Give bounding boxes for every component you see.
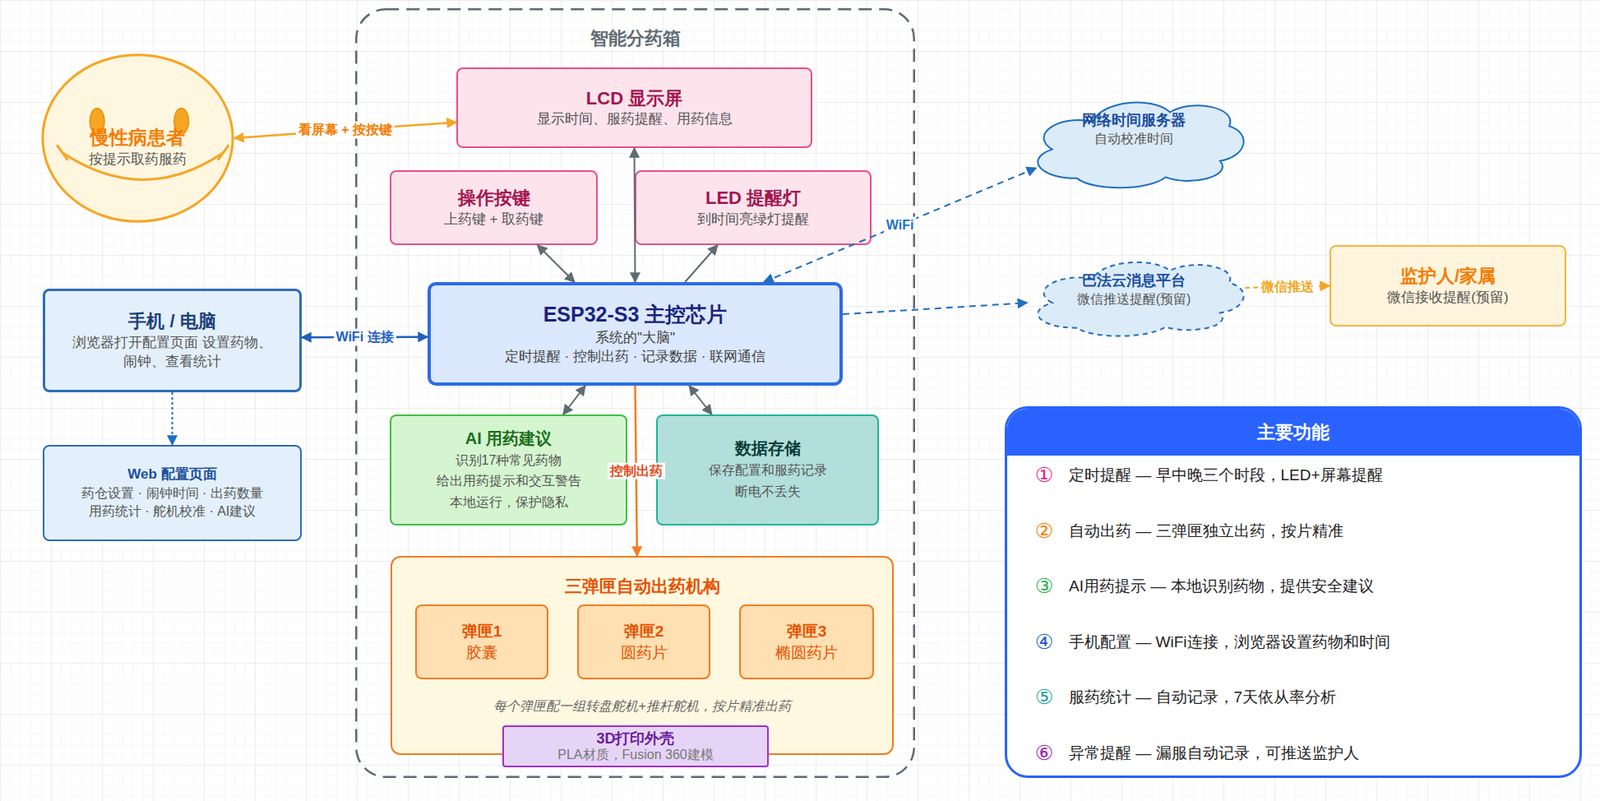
node-body: 按提示取药服药 xyxy=(88,150,187,170)
node-body: 自动校准时间 xyxy=(1094,129,1174,148)
node-body: 显示时间、服药提醒、用药信息 xyxy=(536,110,733,130)
node-title: Web 配置页面 xyxy=(127,465,217,485)
node-body: 定时提醒 · 控制出药 · 记录数据 · 联网通信 xyxy=(504,347,766,367)
connector xyxy=(537,245,575,283)
feature-item: AI用药提示 — 本地识别药物，提供安全建议 xyxy=(1068,575,1374,597)
panel-header: 主要功能 xyxy=(1007,408,1580,456)
node-body: 识别17种常见药物 给出用药提示和交互警告 本地运行，保护隐私 xyxy=(406,449,612,514)
edge-label: 看屏幕 + 按按键 xyxy=(295,121,395,139)
magazine-box: 弹匣3椭圆药片 xyxy=(739,604,874,680)
component-box: LED 提醒灯到时间亮绿灯提醒 xyxy=(634,170,872,246)
node-body: 保存配置和服药记录 断电不丢失 xyxy=(685,459,851,502)
node-title: 3D打印外壳 xyxy=(596,730,675,748)
node-body: 胶囊 xyxy=(466,642,498,664)
node-body: 浏览器打开配置页面 设置药物、闹钟、查看统计 xyxy=(53,333,292,372)
callout-number: ⑤ xyxy=(1026,683,1062,712)
node-body: 上药键 + 取药键 xyxy=(443,210,544,230)
cloud-node: 网络时间服务器自动校准时间 xyxy=(1020,79,1248,196)
node-title: 智能分药箱 xyxy=(355,26,916,51)
node-body: 微信推送提醒(预留) xyxy=(1077,290,1192,309)
node-body: 每个弹匣配一组转盘舵机+推杆舵机，按片精准出药 xyxy=(392,697,893,716)
callout-number: ① xyxy=(1026,461,1062,490)
actor-box: 监护人/家属微信接收提醒(预留) xyxy=(1329,245,1567,327)
feature-item: 服药统计 — 自动记录，7天依从率分析 xyxy=(1068,686,1337,708)
callout-number: ③ xyxy=(1026,572,1062,601)
feature-item: 异常提醒 — 漏服自动记录，可推送监护人 xyxy=(1068,742,1360,764)
node-title: 手机 / 电脑 xyxy=(128,309,216,334)
cloud-shape xyxy=(1037,262,1244,337)
node-title: 弹匣3 xyxy=(786,620,828,643)
node-title: 三弹匣自动出药机构 xyxy=(392,574,893,598)
connector xyxy=(634,147,636,283)
container-border xyxy=(356,9,915,777)
page-box: Web 配置页面药仓设置 · 闹钟时间 · 出药数量 用药统计 · 舵机校准 ·… xyxy=(42,444,302,542)
node-body: 系统的"大脑" xyxy=(595,328,676,348)
controller-box: ESP32-S3 主控芯片系统的"大脑"定时提醒 · 控制出药 · 记录数据 ·… xyxy=(427,282,843,386)
connector xyxy=(563,385,586,415)
node-title: 网络时间服务器 xyxy=(1082,110,1186,130)
device-box: 手机 / 电脑浏览器打开配置页面 设置药物、闹钟、查看统计 xyxy=(42,288,302,393)
edge-label: WiFi 连接 xyxy=(332,328,396,347)
connector xyxy=(689,385,713,415)
node-body: 到时间亮绿灯提醒 xyxy=(697,210,810,230)
node-title: LCD 显示屏 xyxy=(586,86,683,111)
node-title: AI 用药建议 xyxy=(465,427,553,450)
magazine-box: 弹匣2圆药片 xyxy=(577,604,711,680)
callout-number: ④ xyxy=(1026,628,1062,657)
node-title: 慢性病患者 xyxy=(90,124,185,151)
component-box: 操作按键上药键 + 取药键 xyxy=(389,170,598,246)
node-title: ESP32-S3 主控芯片 xyxy=(543,300,728,329)
node-body: 微信接收提醒(预留) xyxy=(1387,288,1508,308)
connector xyxy=(684,245,718,283)
feature-panel: 主要功能 ① 定时提醒 — 早中晚三个时段，LED+屏幕提醒 ② 自动出药 — 三弹匣独… xyxy=(1004,406,1582,778)
callout-number: ② xyxy=(1026,517,1062,546)
component-box: LCD 显示屏显示时间、服药提醒、用药信息 xyxy=(456,67,813,148)
edge-label: 控制出药 xyxy=(607,462,666,480)
magazine-box: 弹匣1胶囊 xyxy=(415,604,549,680)
module-box: 数据存储保存配置和服药记录 断电不丢失 xyxy=(656,414,879,526)
node-title: 监护人/家属 xyxy=(1400,263,1496,289)
node-body: 药仓设置 · 闹钟时间 · 出药数量 用药统计 · 舵机校准 · AI建议 xyxy=(69,484,276,520)
cloud-node: 巴法云消息平台微信推送提醒(预留) xyxy=(1020,242,1248,343)
shell-box: 3D打印外壳PLA材质，Fusion 360建模 xyxy=(502,725,769,768)
connector xyxy=(842,302,1027,315)
patient-circle: 慢性病患者按提示取药服药 xyxy=(41,53,235,223)
node-title: 操作按键 xyxy=(457,185,531,211)
callout-number: ⑥ xyxy=(1026,739,1062,768)
node-title: 巴法云消息平台 xyxy=(1082,270,1186,291)
node-body: 椭圆药片 xyxy=(775,642,838,664)
node-title: 弹匣2 xyxy=(624,620,665,643)
connector xyxy=(763,167,1036,283)
module-box: AI 用药建议识别17种常见药物 给出用药提示和交互警告 本地运行，保护隐私 xyxy=(389,414,628,526)
system-container: 智能分药箱 LCD 显示屏显示时间、服药提醒、用药信息操作按键上药键 + 取药键 L… xyxy=(355,8,916,778)
edge-label: 微信推送 xyxy=(1258,277,1317,296)
feature-item: 定时提醒 — 早中晚三个时段，LED+屏幕提醒 xyxy=(1068,464,1383,486)
feature-item: 自动出药 — 三弹匣独立出药，按片精准 xyxy=(1068,520,1344,542)
cloud-shape xyxy=(1037,102,1244,189)
node-title: 数据存储 xyxy=(735,437,801,460)
face-outline xyxy=(42,55,233,222)
node-body: 圆药片 xyxy=(620,642,668,664)
node-title: LED 提醒灯 xyxy=(705,185,801,211)
feature-item: 手机配置 — WiFi连接，浏览器设置药物和时间 xyxy=(1068,631,1391,653)
connector xyxy=(234,122,457,139)
connector xyxy=(171,392,174,445)
edge-label: WiFi xyxy=(883,216,917,234)
node-title: 弹匣1 xyxy=(462,620,503,643)
node-body: PLA材质，Fusion 360建模 xyxy=(557,747,713,763)
face-mouth xyxy=(57,145,229,180)
